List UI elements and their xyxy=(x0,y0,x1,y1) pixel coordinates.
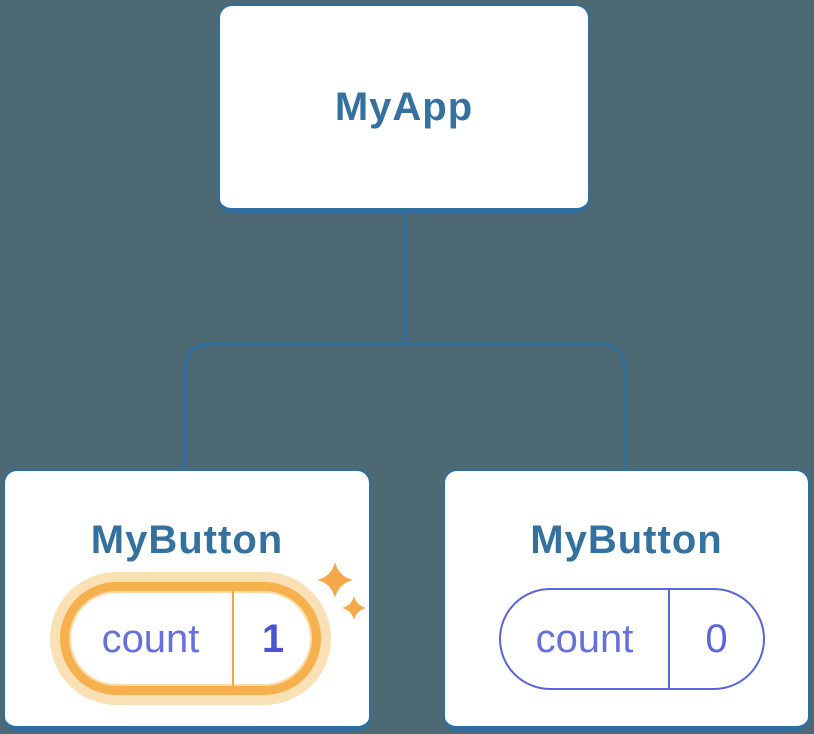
node-label: MyButton xyxy=(530,518,723,562)
component-node-child-2: MyButton count 0 xyxy=(443,469,810,731)
state-pill-divider xyxy=(668,590,670,688)
state-key-cell: count xyxy=(69,591,232,686)
sparkle-large xyxy=(317,562,353,598)
connector-children-bracket xyxy=(183,342,627,470)
state-value: 1 xyxy=(261,616,285,661)
sparkle-small xyxy=(342,596,366,620)
state-key: count xyxy=(101,616,200,661)
state-value-cell: 0 xyxy=(670,590,763,688)
node-label: MyButton xyxy=(90,518,284,562)
component-node-root: MyApp xyxy=(218,4,590,213)
state-pill-highlighted: count 1 xyxy=(60,582,321,695)
sparkle-icon xyxy=(317,562,366,620)
state-pill: count 0 xyxy=(499,588,765,690)
node-label: MyApp xyxy=(334,85,474,129)
component-node-child-1: MyButton count 1 xyxy=(3,469,371,731)
state-key: count xyxy=(535,617,634,661)
state-pill-divider xyxy=(232,591,234,686)
state-value-cell: 1 xyxy=(234,591,312,686)
state-value: 0 xyxy=(705,617,728,661)
state-key-cell: count xyxy=(501,590,668,688)
